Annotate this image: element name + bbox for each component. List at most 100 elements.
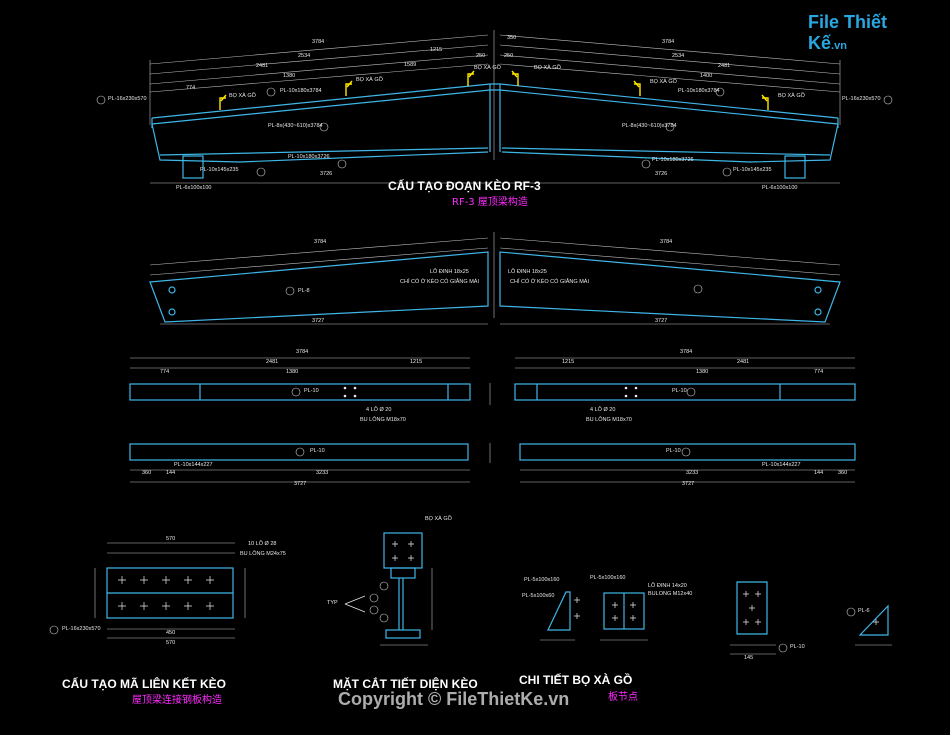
mid-dim-3727-left: 3727	[312, 318, 325, 324]
label-bo-xa-go-2: BỌ XÀ GỒ	[356, 77, 383, 83]
cleat-pl10: PL-10	[790, 644, 805, 650]
strip-pl10b-right: PL-10x144x227	[762, 462, 801, 468]
dim-2534-right: 2534	[672, 53, 685, 59]
strip-pl10b-left: PL-10x144x227	[174, 462, 213, 468]
strip-dim-2481-right: 2481	[737, 359, 750, 365]
splice-plate	[49, 542, 246, 639]
mid-chi-co-left: CHỈ CÓ Ở KÈO CÓ GIẰNG MÁI	[400, 279, 479, 285]
label-pl3-left: PL-8x(430~610)x3784	[268, 123, 323, 129]
label-bo-xa-go-1: BỌ XÀ GỒ	[229, 93, 256, 99]
strip-dim-3784-right: 3784	[680, 349, 693, 355]
beam-section	[344, 532, 433, 646]
logo-suffix: .vn	[831, 40, 847, 52]
splice-subtitle: 屋顶梁连接钢板构造	[132, 695, 222, 706]
splice-title: CẤU TẠO MÃ LIÊN KẾT KÈO	[62, 677, 226, 691]
cleat-pl5b: PL-5x100x60	[522, 593, 555, 599]
label-pl4-left: PL-10x180x3726	[288, 154, 330, 160]
mid-chi-co-right: CHỈ CÓ Ở KÈO CÓ GIẰNG MÁI	[510, 279, 589, 285]
strip-dim-774-left: 774	[160, 369, 170, 375]
strip-bolt-left: 4 LỖ Ø 20	[366, 407, 392, 413]
cleat-lo-dinh: LỖ ĐINH 14x20	[648, 583, 687, 589]
strip-pl10-right: PL-10	[672, 388, 687, 394]
splice-dim-570-top: 570	[166, 536, 176, 542]
dim-2481-left: 2481	[256, 63, 269, 69]
strip-bulong-right: BU LÔNG M18x70	[586, 417, 632, 423]
dim-774-left: 774	[186, 85, 196, 91]
mid-dim-3784-left: 3784	[314, 239, 327, 245]
label-bo-xa-go-5: BỌ XÀ GỒ	[650, 79, 677, 85]
section-title: MẶT CẮT TIẾT DIỆN KÈO	[333, 677, 478, 691]
dim-2481-right: 2481	[718, 63, 731, 69]
cleat-pl5a-left: PL-5x100x160	[524, 577, 560, 583]
mid-pl8-left: PL-8	[298, 288, 310, 294]
label-pl2-left: PL-10x180x3784	[280, 88, 322, 94]
strip-dim-1380-right: 1380	[696, 369, 709, 375]
strip-pl10-b-right: PL-10	[666, 448, 681, 454]
strip-dim-2481-left: 2481	[266, 359, 279, 365]
strip-dim-3727-right: 3727	[682, 481, 695, 487]
splice-bulong-label: BU LÔNG M24x75	[240, 551, 286, 557]
strip-bulong-left: BU LÔNG M18x70	[360, 417, 406, 423]
strip-pl10-b-left: PL-10	[310, 448, 325, 454]
label-pl2-right: PL-10x180x3784	[678, 88, 720, 94]
section-typ-label: TYP	[327, 600, 338, 606]
strip-dim-144-left: 144	[166, 470, 176, 476]
mid-lo-khan-left: LỖ ĐINH 18x25	[430, 269, 469, 275]
label-pl6-right: PL-6x100x100	[762, 185, 798, 191]
label-bo-xa-go-3: BỌ XÀ GỒ	[474, 65, 501, 71]
strip-bolt-right: 4 LỖ Ø 20	[590, 407, 616, 413]
strip-pl10-left: PL-10	[304, 388, 319, 394]
section1-title: CẤU TẠO ĐOẠN KÈO RF-3	[388, 179, 541, 193]
label-3726-left: 3726	[320, 171, 333, 177]
section1-subtitle: RF-3 屋顶梁构造	[452, 197, 528, 208]
cleat-title: CHI TIẾT BỌ XÀ GỒ	[519, 673, 633, 687]
splice-bolt-label: 10 LỖ Ø 28	[248, 541, 277, 547]
label-pl1-left: PL-16x230x570	[108, 96, 147, 102]
dim-1589-left: 1589	[404, 62, 417, 68]
strip-dim-3233-right: 3233	[686, 470, 699, 476]
section-bo-xa-go: BỌ XÀ GỒ	[425, 516, 452, 522]
dim-1400-right: 1400	[700, 73, 713, 79]
strip-dim-3727-left: 3727	[294, 481, 307, 487]
dim-250-left: 250	[476, 53, 486, 59]
label-bo-xa-go-6: BỌ XÀ GỒ	[778, 93, 805, 99]
strip-dim-774-right: 774	[814, 369, 824, 375]
cleat-subtitle: 板节点	[608, 692, 638, 703]
cleat-pl5a: PL-5x100x160	[590, 575, 626, 581]
strip-dim-1380-left: 1380	[286, 369, 299, 375]
flange-strips	[129, 357, 856, 483]
dim-3784-left: 3784	[312, 39, 325, 45]
label-pl5-right: PL-10x145x235	[733, 167, 772, 173]
strip-dim-1215-left: 1215	[410, 359, 423, 365]
splice-plate-label: PL-16x230x570	[62, 626, 101, 632]
truss-web	[149, 232, 841, 325]
strip-dim-1215-right: 1215	[562, 359, 575, 365]
label-pl6-left: PL-6x100x100	[176, 185, 212, 191]
splice-dim-570-bottom: 570	[166, 640, 176, 646]
dim-250-right: 250	[504, 53, 514, 59]
strip-dim-360-left: 360	[142, 470, 152, 476]
strip-dim-3784-left: 3784	[296, 349, 309, 355]
dim-2534-left: 2534	[298, 53, 311, 59]
label-pl4-right: PL-10x180x3726	[652, 157, 694, 163]
logo-text: File Thiết Kế	[808, 12, 888, 53]
splice-dim-450: 450	[166, 630, 176, 636]
dim-1380-left: 1380	[283, 73, 296, 79]
dim-3784-right: 3784	[662, 39, 675, 45]
strip-dim-360-right: 360	[838, 470, 848, 476]
dim-1215-left: 1215	[430, 47, 443, 53]
label-bo-xa-go-4: BỌ XÀ GỒ	[534, 65, 561, 71]
site-logo: File Thiết Kế.vn	[808, 12, 920, 53]
label-pl5-left: PL-10x145x235	[200, 167, 239, 173]
label-3726-right: 3726	[655, 171, 668, 177]
mid-lo-khan-right: LỖ ĐINH 18x25	[508, 269, 547, 275]
truss-top	[96, 30, 893, 184]
dim-350-right: 350	[507, 35, 517, 41]
mid-dim-3784-right: 3784	[660, 239, 673, 245]
cleat-details	[540, 581, 892, 655]
mid-dim-3727-right: 3727	[655, 318, 668, 324]
strip-dim-144-right: 144	[814, 470, 824, 476]
strip-dim-3233-left: 3233	[316, 470, 329, 476]
label-pl1-right: PL-16x230x570	[842, 96, 881, 102]
